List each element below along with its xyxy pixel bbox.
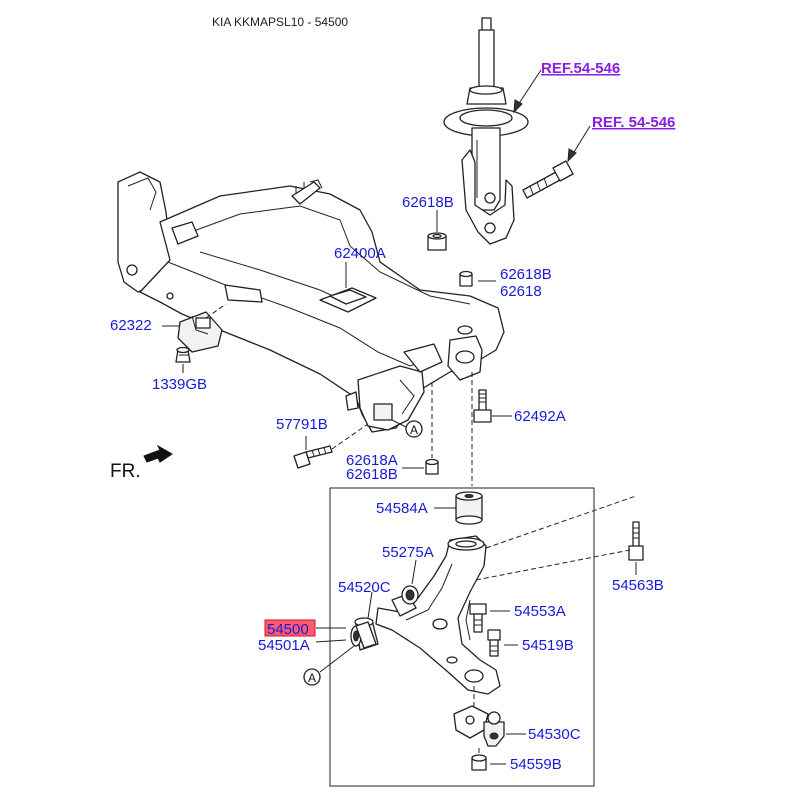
arrow-icon	[143, 444, 173, 463]
callout-a-upper[interactable]	[405, 420, 423, 438]
fr-label: FR.	[110, 461, 141, 482]
label-62618a[interactable]: 62618A	[346, 452, 398, 469]
label-54501a[interactable]: 54501A	[258, 637, 310, 654]
bolt-54519b	[487, 629, 501, 657]
bolt-57791b	[293, 445, 333, 469]
callout-a-lower-letter: A	[308, 671, 316, 685]
bushing-54584a	[455, 491, 483, 525]
label-62322[interactable]: 62322	[110, 317, 152, 334]
lower-arm-detail-box	[329, 487, 595, 787]
subframe-crossmember	[117, 171, 505, 433]
label-62618b-b[interactable]: 62618B	[500, 266, 552, 283]
label-62618b-a[interactable]: 62618B	[402, 194, 454, 211]
bushing-54501a	[350, 617, 379, 651]
label-62400a[interactable]: 62400A	[334, 245, 386, 262]
ref-label-upper[interactable]: REF.54-546	[541, 60, 620, 77]
nut-62618b-upper	[427, 232, 447, 251]
label-1339gb[interactable]: 1339GB	[152, 376, 207, 393]
label-54559b[interactable]: 54559B	[510, 756, 562, 773]
nut-62618a	[425, 458, 439, 475]
label-54553a[interactable]: 54553A	[514, 603, 566, 620]
washer-55275a	[401, 585, 419, 605]
label-55275a[interactable]: 55275A	[382, 544, 434, 561]
bracket-62322	[177, 311, 223, 353]
label-54584a[interactable]: 54584A	[376, 500, 428, 517]
strut-assembly	[443, 17, 574, 245]
callout-a-lower[interactable]	[303, 668, 321, 686]
nut-54559b	[471, 754, 487, 771]
bolt-54563b	[628, 521, 644, 561]
label-57791b[interactable]: 57791B	[276, 416, 328, 433]
label-54500[interactable]: 54500	[267, 621, 309, 638]
front-direction-indicator: FR.	[110, 444, 173, 482]
highlight-54500	[264, 619, 316, 637]
ball-joint-54530c	[453, 705, 505, 747]
label-62618b-c[interactable]: 62618B	[346, 466, 398, 483]
label-54519b[interactable]: 54519B	[522, 637, 574, 654]
ref-label-lower[interactable]: REF. 54-546	[592, 114, 675, 131]
callout-a-upper-letter: A	[410, 423, 418, 437]
label-62618-b[interactable]: 62618	[500, 283, 542, 300]
nut-62618-subframe	[459, 270, 473, 287]
bolt-54553a	[469, 603, 487, 633]
label-54563b[interactable]: 54563B	[612, 577, 664, 594]
nut-1339gb	[175, 346, 191, 363]
bolt-62492a	[473, 389, 492, 423]
label-62492a[interactable]: 62492A	[514, 408, 566, 425]
label-54530c[interactable]: 54530C	[528, 726, 581, 743]
label-54520c[interactable]: 54520C	[338, 579, 391, 596]
diagram-title: KIA KKMAPSL10 - 54500	[212, 15, 348, 29]
